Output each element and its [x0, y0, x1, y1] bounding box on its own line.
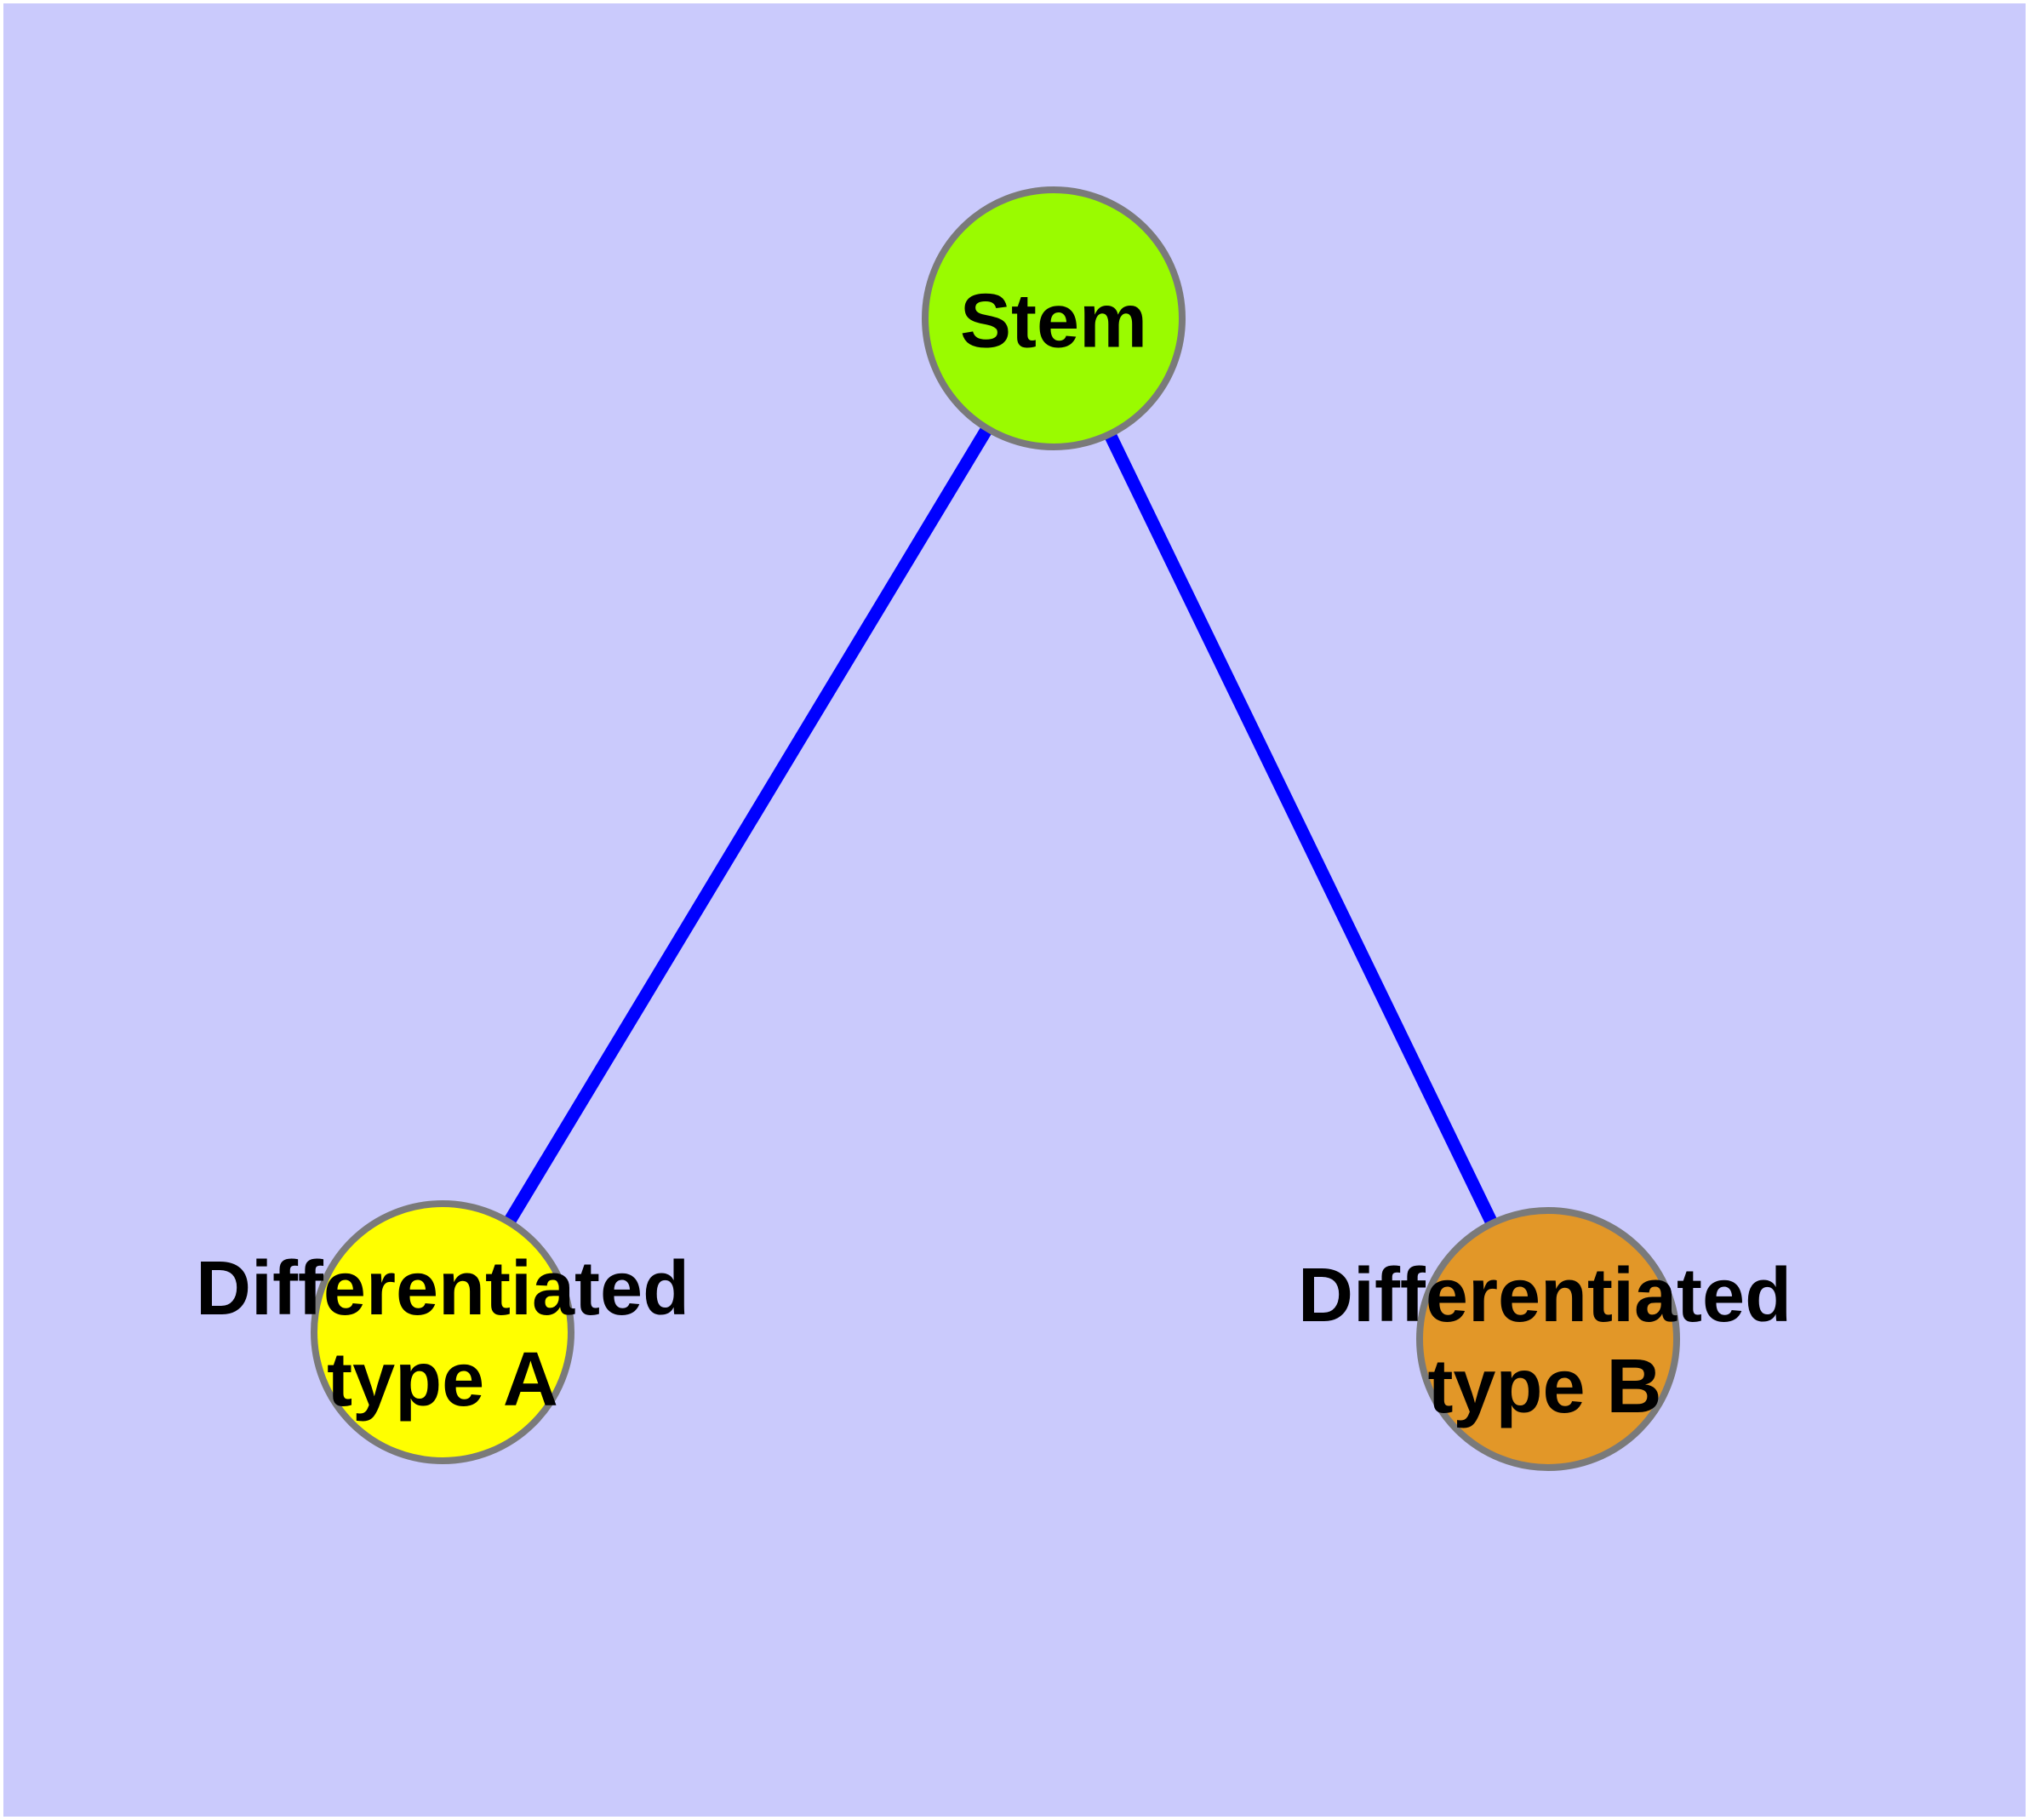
node-type-b-label: Differentiated type B [1297, 1253, 1792, 1429]
node-type-a-label: Differentiated type A [195, 1246, 690, 1422]
node-type-a-circle [311, 1200, 574, 1464]
node-stem-label: Stem [959, 278, 1148, 364]
node-type-b-circle [1416, 1207, 1680, 1471]
edge-stem-to-type-a [437, 315, 1060, 1336]
edge-stem-to-type-b [1048, 315, 1554, 1342]
node-stem-circle [922, 186, 1186, 450]
